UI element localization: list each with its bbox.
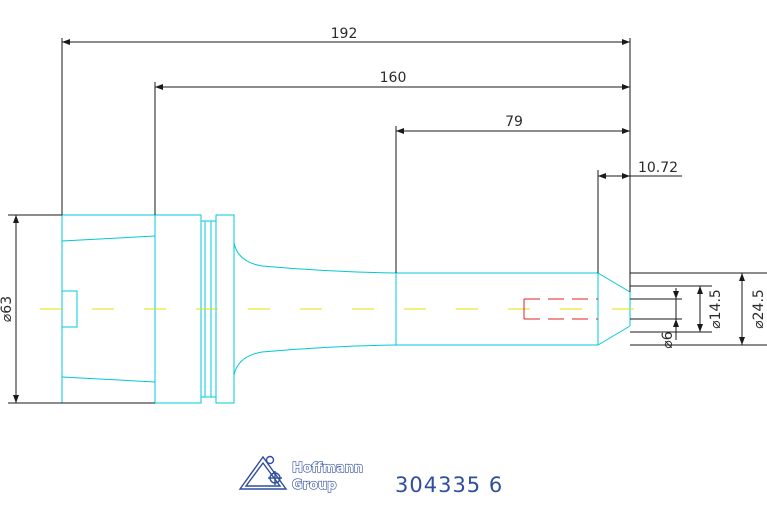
part-number: 304335 6 — [395, 473, 503, 497]
dim-overall-length: 192 — [331, 26, 358, 42]
logo-line-2: Group — [292, 478, 337, 493]
flange-taper-top — [61, 235, 156, 242]
dim-length-79: 79 — [505, 114, 523, 130]
drive-slot — [62, 290, 78, 328]
dim-length-160: 160 — [380, 70, 407, 86]
arrowheads — [13, 39, 745, 403]
dimension-lines — [8, 38, 767, 404]
flange-taper-bottom — [61, 376, 156, 383]
dim-hole-diameter: ⌀6 — [660, 331, 676, 348]
dim-length-10-72: 10.72 — [638, 160, 678, 176]
dim-tip-diameter: ⌀24.5 — [751, 289, 767, 329]
hidden-bore — [523, 298, 598, 320]
logo-mark-icon — [238, 455, 288, 490]
part-outline — [61, 214, 631, 404]
hoffmann-group-logo: Hoffmann Group — [238, 455, 364, 494]
dim-flange-diameter: ⌀63 — [0, 296, 15, 322]
shank-bottom-curve — [233, 344, 397, 376]
logo-line-1: Hoffmann — [292, 461, 363, 476]
dim-bore-diameter: ⌀14.5 — [708, 289, 724, 329]
tip-chamfer-top — [597, 272, 631, 293]
rear-collar — [215, 214, 235, 404]
tip-chamfer-bottom — [597, 325, 631, 346]
shank-top-curve — [233, 242, 397, 274]
